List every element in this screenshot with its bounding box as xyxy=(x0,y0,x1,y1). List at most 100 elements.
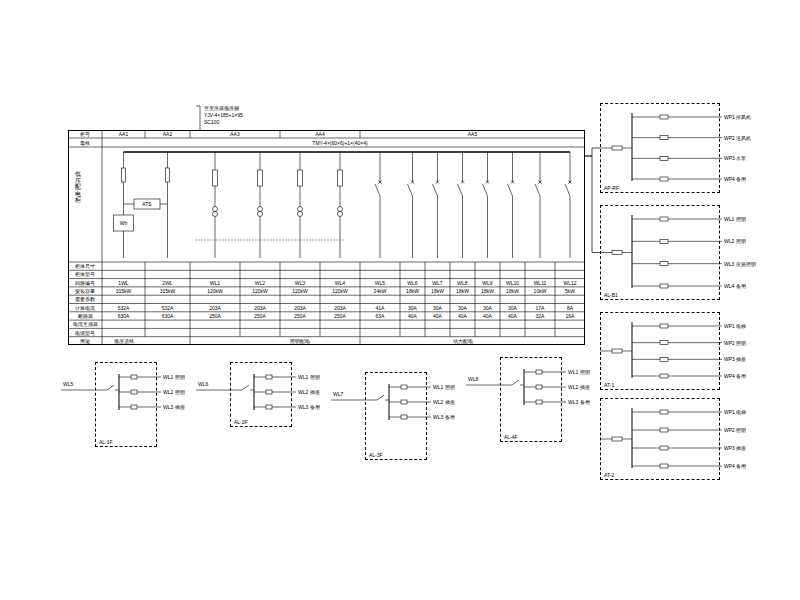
table-rule xyxy=(68,303,585,304)
table-cell: WL9 xyxy=(482,280,492,285)
row-head: 柜体尺寸 xyxy=(75,264,95,269)
wire xyxy=(668,137,722,138)
distribution-box: AL-4F xyxy=(500,357,562,442)
wire xyxy=(389,417,401,418)
wire xyxy=(260,152,261,170)
wire xyxy=(632,326,660,327)
wire xyxy=(632,117,660,118)
distribution-box: AL-1F xyxy=(95,362,157,447)
table-rule xyxy=(68,278,585,279)
breaker-symbol xyxy=(660,357,668,361)
breaker-symbol xyxy=(660,446,668,450)
wire xyxy=(632,263,660,264)
table-cell: 10kW xyxy=(534,289,547,294)
wire xyxy=(632,342,660,343)
table-cell: 32A xyxy=(536,313,545,318)
wire xyxy=(123,152,124,168)
leader-line xyxy=(200,106,201,130)
usage-cell: 照明配电 xyxy=(290,338,310,343)
breaker-symbol xyxy=(660,410,668,414)
switch-cross xyxy=(461,181,464,184)
circuit-label: WL1 照明 xyxy=(163,375,185,380)
breaker-symbol xyxy=(612,146,622,150)
table-cell: 315kW xyxy=(160,289,176,294)
distribution-box: AT-1 xyxy=(600,312,720,390)
wire xyxy=(380,196,381,258)
breaker-symbol xyxy=(266,375,272,379)
wire xyxy=(260,217,261,259)
header-cell: 柜号 xyxy=(80,132,90,137)
wire xyxy=(524,387,536,388)
circuit-label: WL3 备用 xyxy=(568,400,590,405)
bus xyxy=(632,322,633,378)
wire xyxy=(520,385,524,386)
circuit-label: WP4 备用 xyxy=(724,177,746,182)
circuit-label: WP4 备用 xyxy=(724,374,746,379)
breaker-symbol xyxy=(266,390,272,394)
wire xyxy=(137,377,161,378)
header-cell: AA2 xyxy=(163,132,172,137)
wire xyxy=(542,372,566,373)
circuit-label: WL3 备用 xyxy=(433,415,455,420)
wire xyxy=(600,252,612,253)
breaker-symbol xyxy=(131,390,137,394)
breaker-symbol xyxy=(612,251,622,255)
wire xyxy=(668,430,722,431)
breaker-symbol xyxy=(131,375,137,379)
breaker-symbol xyxy=(660,284,668,288)
circuit-label: WL2 插座 xyxy=(433,400,455,405)
breaker-symbol xyxy=(660,374,668,378)
wire xyxy=(385,400,389,401)
wire xyxy=(407,387,431,388)
table-cell: 17A xyxy=(536,305,545,310)
table-rule xyxy=(68,320,585,321)
wire xyxy=(462,196,463,258)
circuit-label: WL3 插座 xyxy=(163,405,185,410)
wire xyxy=(524,372,536,373)
wire xyxy=(389,387,401,388)
circuit-label: WL2 照明 xyxy=(724,239,746,244)
wire xyxy=(632,430,660,431)
wire xyxy=(250,390,254,391)
breaker-symbol xyxy=(536,370,542,374)
table-rule xyxy=(360,262,361,337)
table-cell: 630A xyxy=(162,313,174,318)
cable-note: SC100 xyxy=(204,120,219,125)
wire xyxy=(115,390,119,391)
row-head: 柜体型号 xyxy=(75,272,95,277)
switch-cross xyxy=(411,181,414,184)
wire xyxy=(570,196,571,258)
breaker-symbol xyxy=(536,385,542,389)
switch-blade xyxy=(565,184,570,196)
switch-blade xyxy=(433,184,438,196)
circuit-label: WL1 照明 xyxy=(433,385,455,390)
wire xyxy=(632,179,660,180)
table-cell: 532A xyxy=(118,305,130,310)
wire xyxy=(512,152,513,182)
wire xyxy=(540,196,541,258)
wire xyxy=(542,402,566,403)
table-rule xyxy=(450,262,451,337)
table-rule xyxy=(190,130,191,138)
row-head: 回路编号 xyxy=(75,280,95,285)
table-cell: WL5 xyxy=(375,280,385,285)
switch-cross xyxy=(486,181,489,184)
wire xyxy=(380,152,381,182)
box-label: AL-4F xyxy=(504,435,518,441)
wire xyxy=(668,219,722,220)
box-label: AP-RF xyxy=(604,186,619,192)
row-head: 计算电流 xyxy=(75,305,95,310)
row-head: 电缆型号 xyxy=(75,330,95,335)
table-cell: 30A xyxy=(483,305,492,310)
wire xyxy=(123,182,124,215)
table-rule xyxy=(68,262,585,263)
table-rule xyxy=(145,130,146,138)
table-cell: 63A xyxy=(376,313,385,318)
ct-symbol xyxy=(298,207,303,212)
circuit-label: WL3 应急照明 xyxy=(724,261,756,266)
table-cell: 120kW xyxy=(252,289,268,294)
wire xyxy=(632,466,660,467)
table-cell: 18kW xyxy=(431,289,444,294)
table-cell: WL1 xyxy=(210,280,220,285)
